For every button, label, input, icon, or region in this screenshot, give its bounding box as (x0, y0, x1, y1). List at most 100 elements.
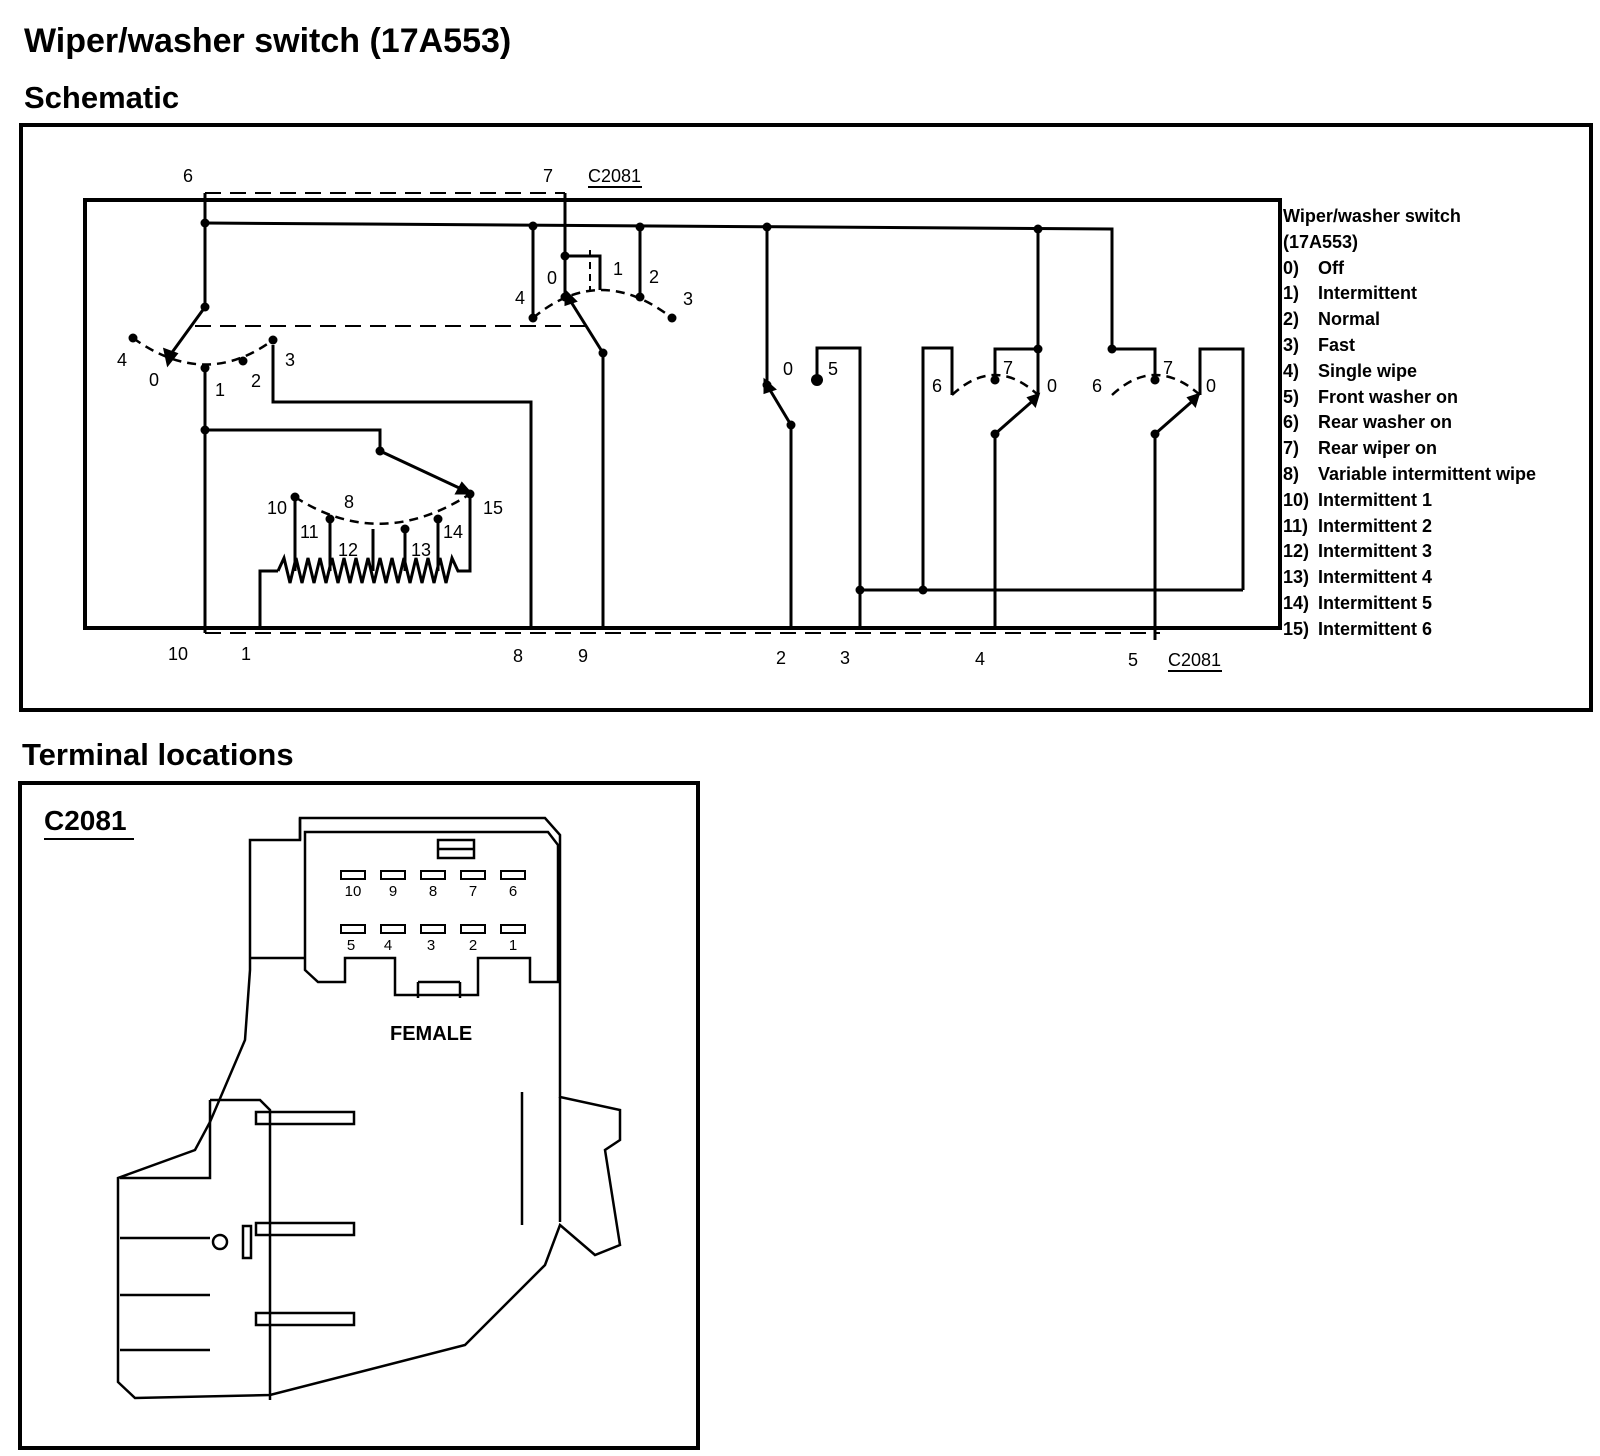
schematic-heading: Schematic (24, 80, 180, 115)
legend-label: Front washer on (1318, 386, 1459, 407)
legend-label: Fast (1318, 334, 1356, 355)
legend-label: Intermittent (1318, 283, 1417, 304)
interval-label: 11 (300, 522, 319, 542)
legend-num: 3) (1283, 334, 1300, 355)
terminal-number: 2 (469, 937, 477, 954)
schematic-frame (19, 123, 1593, 712)
legend-item: 8)Variable intermittent wipe (1283, 462, 1536, 488)
interval-label: 12 (338, 540, 358, 560)
interval-label: 8 (344, 492, 354, 512)
pin-label: 1 (241, 644, 251, 664)
interval-label: 15 (483, 498, 503, 518)
pin-label: 6 (183, 166, 193, 186)
switch-body (83, 198, 1282, 630)
rear-label: 7 (1003, 358, 1013, 378)
pin-label: 2 (776, 648, 786, 668)
interval-label: 10 (267, 498, 287, 518)
rear-label: 0 (1047, 376, 1057, 396)
legend-item: 10) Intermittent 1 (1283, 488, 1536, 514)
terminal-number: 10 (345, 883, 362, 900)
legend-label: Intermittent 1 (1318, 489, 1433, 510)
legend-num: 13) (1283, 567, 1310, 588)
legend-item: 7) Rear wiper on (1283, 436, 1536, 462)
wiper-position-label: 2 (251, 371, 261, 391)
terminal-number: 7 (469, 883, 477, 900)
rear-label: 7 (1163, 358, 1173, 378)
rear-label: 6 (932, 376, 942, 396)
legend-num: 6) (1283, 412, 1300, 433)
legend-label: Rear wiper on (1318, 438, 1438, 459)
legend-title: Wiper/washer switch (1283, 206, 1461, 226)
page-title: Wiper/washer switch (17A553) (24, 22, 512, 60)
wiper-position-label: 0 (149, 370, 159, 390)
legend-num: 15) (1283, 618, 1310, 639)
rear-label: 6 (1092, 376, 1102, 396)
terminal-number: 1 (509, 937, 517, 954)
connector-label: C2081 (588, 166, 641, 186)
legend-label: Intermittent 3 (1318, 541, 1433, 562)
mode-label: 2 (649, 267, 659, 287)
legend-item: 12) Intermittent 3 (1283, 539, 1536, 565)
legend-label: Single wipe (1318, 360, 1418, 381)
pin-label: 8 (513, 646, 523, 666)
terminal-number: 5 (347, 937, 355, 954)
legend-num: 1) (1283, 283, 1300, 304)
wiper-position-label: 3 (285, 350, 295, 370)
pin-label: 3 (840, 648, 850, 668)
legend: Wiper/washer switch (17A553) 0) Off 1) Int… (1283, 204, 1536, 643)
terminal-number: 3 (427, 937, 435, 954)
wiper-position-label: 4 (117, 350, 127, 370)
legend-item: 2) Normal (1283, 307, 1536, 333)
legend-item: 14) Intermittent 5 (1283, 591, 1536, 617)
washer-label: 5 (828, 359, 838, 379)
legend-num: 7) (1283, 438, 1300, 459)
terminal-number: 4 (384, 937, 392, 954)
legend-num: 12) (1283, 541, 1310, 562)
pin-label: 9 (578, 646, 588, 666)
connector-housing (116, 816, 622, 1400)
legend-item: 6) Rear washer on (1283, 410, 1536, 436)
legend-label: Off (1318, 257, 1344, 278)
legend-item: 1) Intermittent (1283, 281, 1536, 307)
mode-label: 3 (683, 289, 693, 309)
mode-label: 4 (515, 288, 525, 308)
pin-label: 5 (1128, 650, 1138, 670)
pin-label: 4 (975, 649, 985, 669)
legend-item: 15) Intermittent 6 (1283, 617, 1536, 643)
legend-item: 4) Single wipe (1283, 359, 1536, 385)
legend-num: 10) (1283, 489, 1310, 510)
legend-num: 2) (1283, 309, 1300, 330)
legend-num: 14) (1283, 592, 1310, 613)
legend-item: 5)Front washer on (1283, 385, 1536, 411)
legend-label: Intermittent 5 (1318, 592, 1433, 613)
interval-label: 14 (443, 522, 463, 542)
legend-part-number: (17A553) (1283, 231, 1359, 252)
connector-title: C2081 (44, 805, 127, 836)
connector-label: C2081 (1168, 650, 1221, 670)
pin-label: 7 (543, 166, 553, 186)
legend-item: 13) Intermittent 4 (1283, 565, 1536, 591)
legend-num: 0) (1283, 257, 1300, 278)
interval-label: 13 (411, 540, 431, 560)
terminal-frame (18, 781, 700, 1450)
legend-num: 11) (1283, 515, 1309, 536)
legend-label: Intermittent 4 (1318, 567, 1433, 588)
legend-label: Intermittent 6 (1318, 618, 1433, 639)
legend-item: 11)Intermittent 2 (1283, 514, 1536, 540)
legend-label: Rear washer on (1318, 412, 1453, 433)
legend-label: Variable intermittent wipe (1318, 463, 1537, 484)
mode-label: 1 (613, 259, 623, 279)
washer-label: 0 (783, 359, 793, 379)
rear-label: 0 (1206, 376, 1216, 396)
pin-label: 10 (168, 644, 188, 664)
legend-label: Normal (1318, 309, 1381, 330)
legend-item: 3) Fast (1283, 333, 1536, 359)
terminal-number: 8 (429, 883, 437, 900)
legend-item: 0) Off (1283, 256, 1536, 282)
terminal-heading: Terminal locations (22, 737, 294, 772)
legend-num: 4) (1283, 360, 1300, 381)
connector-gender: FEMALE (390, 1023, 472, 1045)
terminal-number: 6 (509, 883, 517, 900)
terminal-number: 9 (389, 883, 397, 900)
